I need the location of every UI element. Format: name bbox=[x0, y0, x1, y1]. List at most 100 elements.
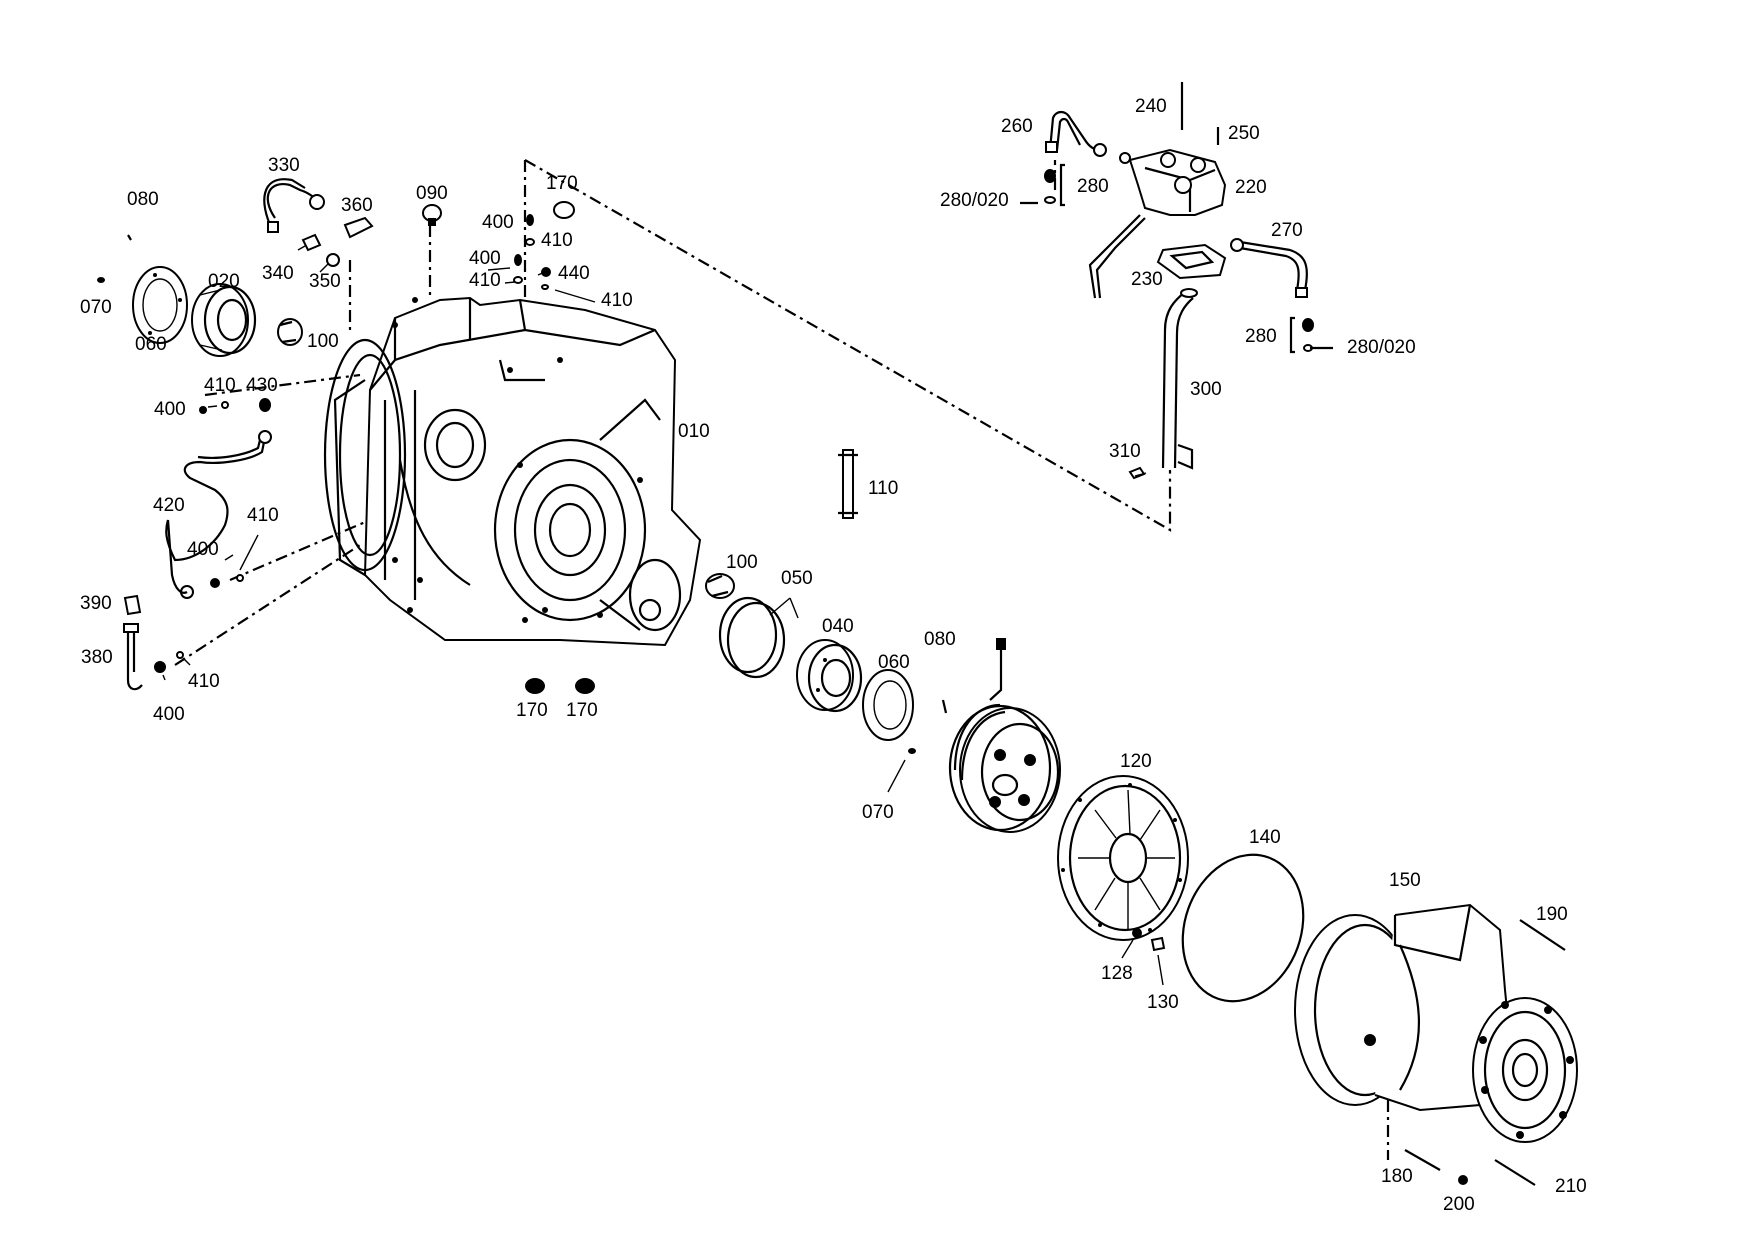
callout-440: 440 bbox=[558, 263, 590, 284]
callout-230: 230 bbox=[1131, 269, 1163, 290]
callout-190: 190 bbox=[1536, 904, 1568, 925]
seal-ring-060-left bbox=[132, 266, 188, 344]
pin-070-mid bbox=[887, 748, 916, 793]
bushing-100-left bbox=[277, 318, 303, 346]
valve-unit-pack bbox=[948, 638, 1061, 833]
tube-270 bbox=[1230, 238, 1308, 298]
callout-050: 050 bbox=[781, 568, 813, 589]
bushing-100-mid bbox=[705, 573, 735, 599]
callout-280-right: 280 bbox=[1245, 326, 1277, 347]
bearing-020 bbox=[191, 283, 257, 357]
callout-400-low: 400 bbox=[153, 704, 185, 725]
callout-360: 360 bbox=[341, 195, 373, 216]
callout-180: 180 bbox=[1381, 1166, 1413, 1187]
callout-340: 340 bbox=[262, 263, 294, 284]
callout-240: 240 bbox=[1135, 96, 1167, 117]
tube-330 bbox=[263, 178, 325, 233]
housing-150 bbox=[1294, 903, 1578, 1143]
callout-130: 130 bbox=[1147, 992, 1179, 1013]
callout-128: 128 bbox=[1101, 963, 1133, 984]
callout-090: 090 bbox=[416, 183, 448, 204]
cover-120 bbox=[1057, 775, 1189, 941]
callout-380: 380 bbox=[81, 647, 113, 668]
callout-300: 300 bbox=[1190, 379, 1222, 400]
callout-410-top3: 410 bbox=[601, 290, 633, 311]
tube-260 bbox=[1045, 110, 1107, 157]
callout-250: 250 bbox=[1228, 123, 1260, 144]
bolt-180 bbox=[1404, 1149, 1441, 1171]
callout-150: 150 bbox=[1389, 870, 1421, 891]
callout-170-bottom-right: 170 bbox=[566, 700, 598, 721]
callout-420: 420 bbox=[153, 495, 185, 516]
seal-ring-060-mid bbox=[862, 669, 914, 741]
callout-070-left: 070 bbox=[80, 297, 112, 318]
callout-110: 110 bbox=[868, 478, 899, 499]
valve-block-220 bbox=[1119, 148, 1227, 216]
ring-350 bbox=[326, 253, 340, 267]
gasket-230 bbox=[1156, 243, 1227, 280]
tube-420 bbox=[165, 430, 272, 599]
bolt-190 bbox=[1519, 919, 1566, 951]
plugs-170-top bbox=[553, 201, 575, 219]
callout-410-top2: 410 bbox=[469, 270, 501, 291]
callout-280-020-right: 280/020 bbox=[1347, 337, 1416, 358]
bolt-210 bbox=[1494, 1159, 1536, 1186]
screw-310 bbox=[1128, 466, 1146, 480]
callout-410-top: 410 bbox=[541, 230, 573, 251]
callout-060-mid: 060 bbox=[878, 652, 910, 673]
plug-360 bbox=[343, 216, 374, 239]
fitting-390 bbox=[123, 594, 142, 616]
callout-080-left: 080 bbox=[127, 189, 159, 210]
rings-050 bbox=[718, 596, 799, 679]
fitting-340 bbox=[301, 233, 322, 252]
callout-400-top: 400 bbox=[482, 212, 514, 233]
callout-100-mid: 100 bbox=[726, 552, 758, 573]
callout-400-mid: 400 bbox=[187, 539, 219, 560]
pin-080-mid bbox=[941, 699, 948, 714]
callout-310: 310 bbox=[1109, 441, 1141, 462]
callout-400-top2: 400 bbox=[469, 248, 501, 269]
fittings-280-right bbox=[1059, 163, 1314, 354]
screws-400-410-low bbox=[154, 651, 184, 673]
callout-270: 270 bbox=[1271, 220, 1303, 241]
pipe-bracket-230 bbox=[1088, 214, 1146, 299]
callout-280-020-top: 280/020 bbox=[940, 190, 1009, 211]
callout-120: 120 bbox=[1120, 751, 1152, 772]
callout-390: 390 bbox=[80, 593, 112, 614]
callout-010: 010 bbox=[678, 421, 710, 442]
plug-070-left bbox=[97, 277, 105, 283]
callout-280-top: 280 bbox=[1077, 176, 1109, 197]
screws-400-410-430-left bbox=[199, 398, 271, 414]
fittings-280-top bbox=[1044, 169, 1056, 204]
callout-040: 040 bbox=[822, 616, 854, 637]
callout-170-top: 170 bbox=[546, 173, 578, 194]
callout-410-left: 410 bbox=[204, 375, 236, 396]
bracket-110 bbox=[838, 449, 858, 519]
callout-200: 200 bbox=[1443, 1194, 1475, 1215]
callout-410-low: 410 bbox=[188, 671, 220, 692]
screw-130 bbox=[1150, 936, 1166, 986]
callout-400-left: 400 bbox=[154, 399, 186, 420]
callout-020: 020 bbox=[208, 271, 240, 292]
bearing-040 bbox=[796, 639, 863, 713]
callout-350: 350 bbox=[309, 271, 341, 292]
plug-090 bbox=[422, 204, 442, 226]
screws-400-410-top bbox=[513, 214, 551, 290]
guide-lines bbox=[174, 159, 1395, 1160]
screw-128 bbox=[1121, 928, 1142, 959]
callout-410-mid: 410 bbox=[247, 505, 279, 526]
main-housing-010 bbox=[323, 296, 702, 647]
callout-060-left: 060 bbox=[135, 334, 167, 355]
pin-080-left bbox=[127, 234, 132, 241]
callout-100-left: 100 bbox=[307, 331, 339, 352]
callout-140: 140 bbox=[1249, 827, 1281, 848]
leader-lines bbox=[162, 201, 1333, 681]
tube-380 bbox=[123, 623, 143, 691]
screws-400-410-mid bbox=[210, 574, 244, 588]
callout-210: 210 bbox=[1555, 1176, 1587, 1197]
callout-070-mid: 070 bbox=[862, 802, 894, 823]
callout-080-mid: 080 bbox=[924, 629, 956, 650]
pipe-300 bbox=[1161, 288, 1198, 470]
